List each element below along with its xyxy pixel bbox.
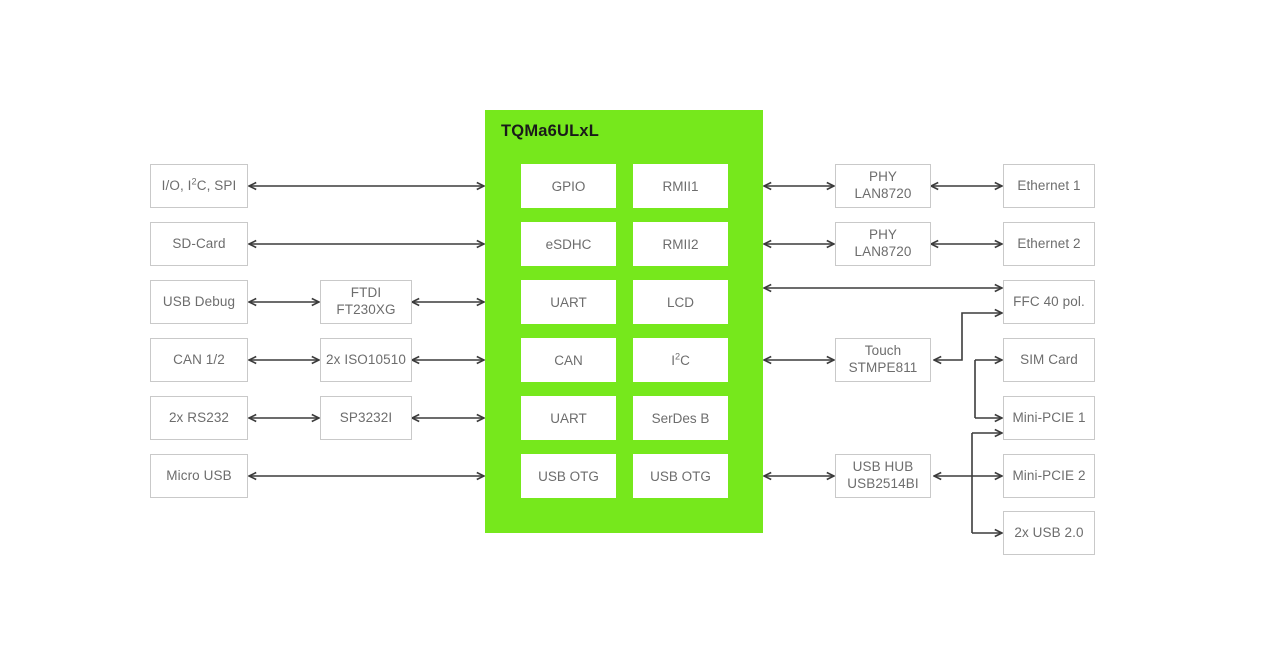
box-mini-pcie-2[interactable]: Mini-PCIE 2 bbox=[1003, 454, 1095, 498]
module-interface-usb-otg-2[interactable]: USB OTG bbox=[633, 454, 728, 498]
module-interface-esdhc[interactable]: eSDHC bbox=[521, 222, 616, 266]
box-label-line2: LAN8720 bbox=[854, 186, 912, 201]
box-label-line1: USB HUB bbox=[852, 459, 914, 475]
box-label-line1: Touch bbox=[864, 343, 902, 359]
box-usb-debug[interactable]: USB Debug bbox=[150, 280, 248, 324]
box-micro-usb[interactable]: Micro USB bbox=[150, 454, 248, 498]
box-label-line2: FT230XG bbox=[336, 302, 396, 317]
box-io-i2c-spi[interactable]: I/O, I2C, SPI bbox=[150, 164, 248, 208]
interface-label: GPIO bbox=[551, 178, 586, 194]
box-label-line1: PHY bbox=[868, 169, 898, 185]
box-phy-lan8720-1[interactable]: PHY LAN8720 bbox=[835, 164, 931, 208]
module-interface-rmii2[interactable]: RMII2 bbox=[633, 222, 728, 266]
box-usb-hub-usb2514bi[interactable]: USB HUB USB2514BI bbox=[835, 454, 931, 498]
box-label: Ethernet 1 bbox=[1017, 177, 1081, 193]
box-label: Mini-PCIE 1 bbox=[1012, 409, 1086, 425]
box-label-line2: STMPE811 bbox=[848, 360, 918, 375]
interface-label: eSDHC bbox=[545, 236, 592, 252]
box-ftdi-ft230xg[interactable]: FTDI FT230XG bbox=[320, 280, 412, 324]
box-label: SIM Card bbox=[1020, 351, 1078, 367]
box-label: Micro USB bbox=[166, 467, 232, 483]
module-interface-usb-otg-1[interactable]: USB OTG bbox=[521, 454, 616, 498]
box-label: 2x USB 2.0 bbox=[1014, 524, 1084, 540]
interface-label: USB OTG bbox=[650, 468, 711, 484]
module-interface-uart-2[interactable]: UART bbox=[521, 396, 616, 440]
box-label: 2x RS232 bbox=[168, 409, 230, 425]
box-touch-stmpe811[interactable]: Touch STMPE811 bbox=[835, 338, 931, 382]
box-label: Ethernet 2 bbox=[1017, 235, 1081, 251]
box-2x-rs232[interactable]: 2x RS232 bbox=[150, 396, 248, 440]
box-label-line2: LAN8720 bbox=[854, 244, 912, 259]
interface-label: UART bbox=[550, 294, 587, 310]
box-label: FFC 40 pol. bbox=[1013, 293, 1085, 309]
module-tqma6ulxl[interactable]: TQMa6ULxL GPIO eSDHC UART CAN UART USB O… bbox=[485, 110, 763, 533]
box-phy-lan8720-2[interactable]: PHY LAN8720 bbox=[835, 222, 931, 266]
box-ethernet-2[interactable]: Ethernet 2 bbox=[1003, 222, 1095, 266]
box-2x-iso10510[interactable]: 2x ISO10510 bbox=[320, 338, 412, 382]
module-interface-serdes-b[interactable]: SerDes B bbox=[633, 396, 728, 440]
interface-label: SerDes B bbox=[651, 410, 710, 426]
box-sp3232i[interactable]: SP3232I bbox=[320, 396, 412, 440]
box-label: SD-Card bbox=[172, 235, 226, 251]
interface-label: I2C bbox=[671, 351, 690, 368]
box-label: USB Debug bbox=[162, 293, 236, 309]
box-label-line1: PHY bbox=[868, 227, 898, 243]
wire-touch-to-ffc bbox=[934, 313, 1002, 360]
box-label-line1: FTDI bbox=[350, 285, 382, 301]
box-ethernet-1[interactable]: Ethernet 1 bbox=[1003, 164, 1095, 208]
module-interface-rmii1[interactable]: RMII1 bbox=[633, 164, 728, 208]
module-title: TQMa6ULxL bbox=[501, 122, 600, 140]
box-label-line1: SP3232I bbox=[339, 409, 393, 425]
box-ffc-40-pol[interactable]: FFC 40 pol. bbox=[1003, 280, 1095, 324]
module-interface-gpio[interactable]: GPIO bbox=[521, 164, 616, 208]
box-sd-card[interactable]: SD-Card bbox=[150, 222, 248, 266]
module-interface-i2c[interactable]: I2C bbox=[633, 338, 728, 382]
box-label: CAN 1/2 bbox=[173, 351, 225, 367]
box-can-1-2[interactable]: CAN 1/2 bbox=[150, 338, 248, 382]
interface-label: LCD bbox=[666, 294, 694, 310]
box-label-line2: USB2514BI bbox=[847, 476, 919, 491]
module-interface-uart-1[interactable]: UART bbox=[521, 280, 616, 324]
module-interface-lcd[interactable]: LCD bbox=[633, 280, 728, 324]
box-2x-usb-2-0[interactable]: 2x USB 2.0 bbox=[1003, 511, 1095, 555]
box-label: Mini-PCIE 2 bbox=[1012, 467, 1086, 483]
interface-label: UART bbox=[550, 410, 587, 426]
module-interface-can[interactable]: CAN bbox=[521, 338, 616, 382]
interface-label: RMII1 bbox=[662, 178, 699, 194]
interface-label: USB OTG bbox=[538, 468, 599, 484]
interface-label: RMII2 bbox=[662, 236, 699, 252]
box-label: I/O, I2C, SPI bbox=[161, 176, 237, 193]
box-mini-pcie-1[interactable]: Mini-PCIE 1 bbox=[1003, 396, 1095, 440]
box-label-line1: 2x ISO10510 bbox=[326, 351, 406, 367]
interface-label: CAN bbox=[554, 352, 583, 368]
box-sim-card[interactable]: SIM Card bbox=[1003, 338, 1095, 382]
